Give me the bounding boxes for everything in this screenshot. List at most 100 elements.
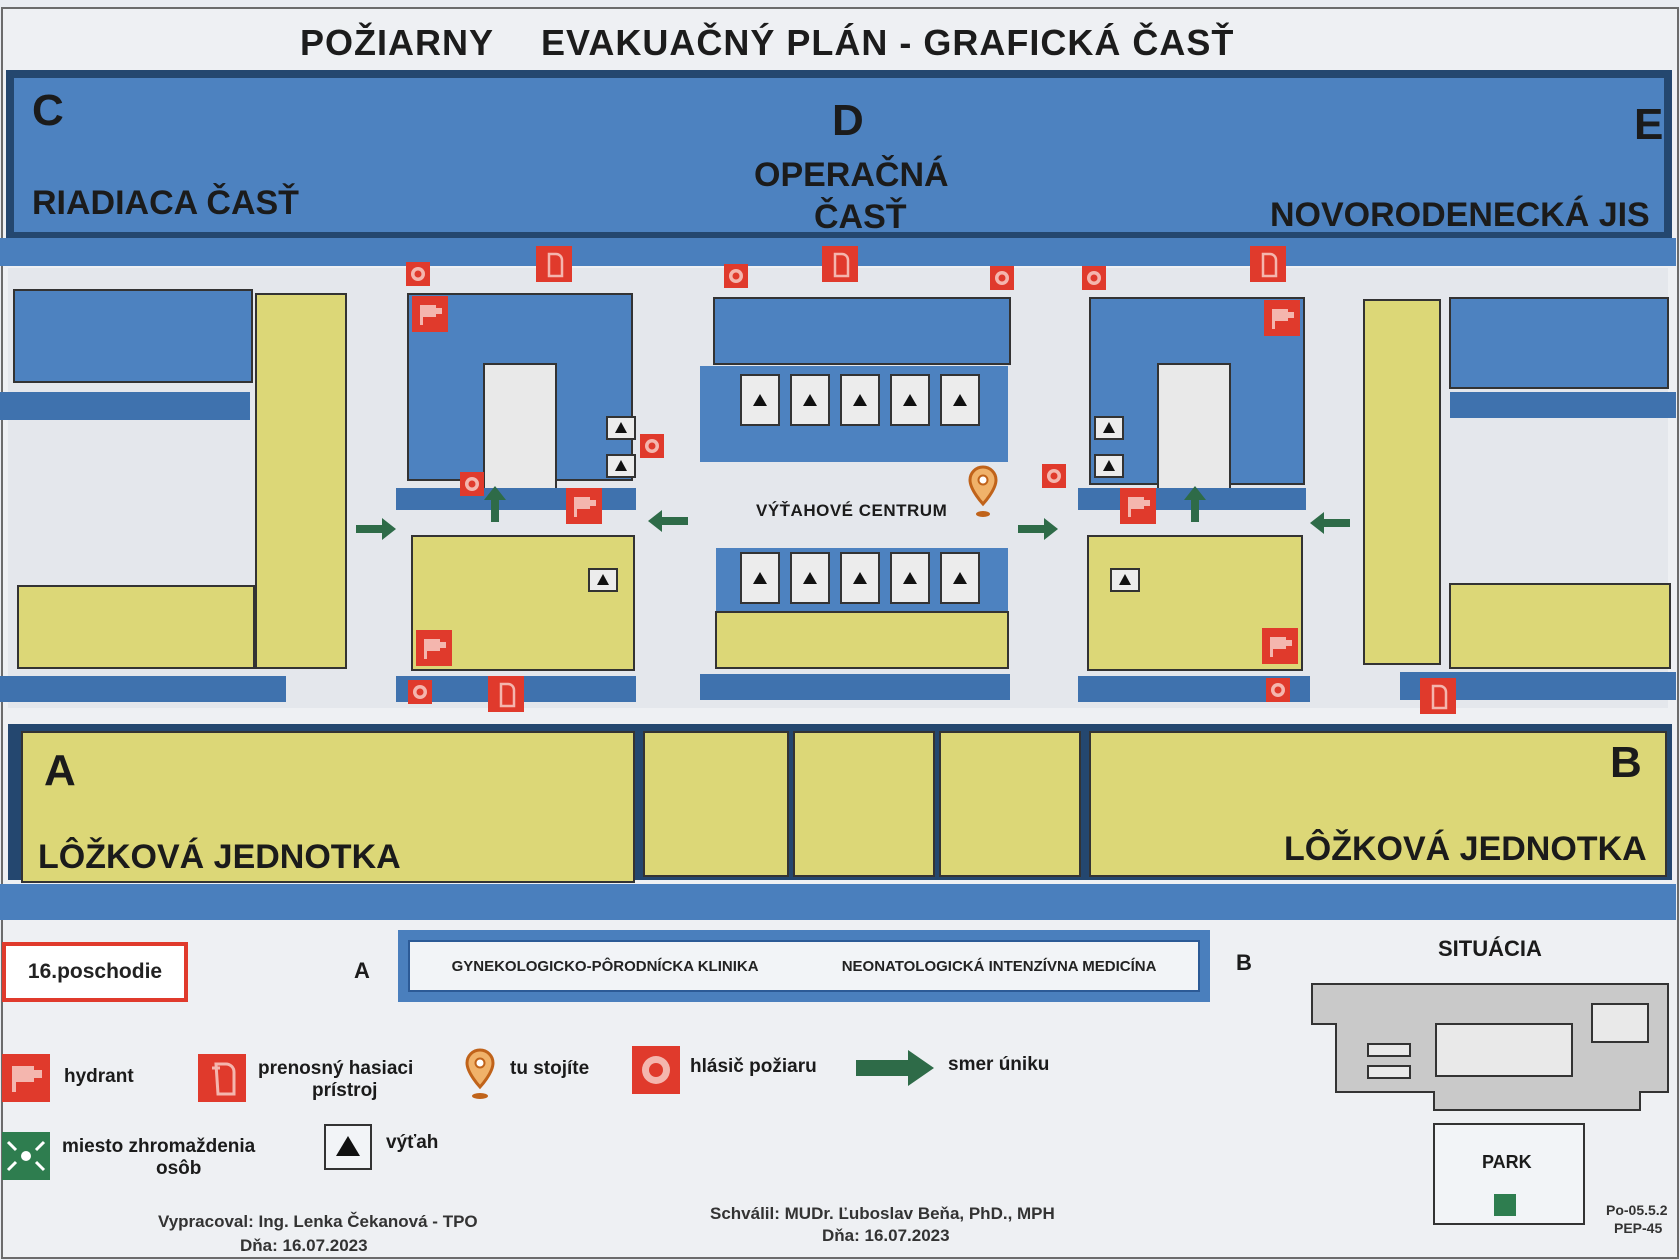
floor-label: 16.poschodie	[2, 942, 188, 1002]
fire-alarm-icon	[990, 266, 1014, 290]
wing-letter-d: D	[832, 96, 864, 145]
fire-alarm-icon	[724, 264, 748, 288]
extinguisher-icon	[1250, 246, 1286, 282]
elevator-icon	[1110, 568, 1140, 592]
banner-letter-b: B	[1236, 950, 1252, 975]
legend-you-are-here: tu stojíte	[510, 1058, 590, 1079]
elevator-icon	[588, 568, 618, 592]
elevator-icon	[606, 454, 636, 478]
hydrant-icon	[566, 488, 602, 524]
elevator-icon	[790, 374, 830, 426]
elevator-icon	[840, 374, 880, 426]
fire-alarm-icon	[406, 262, 430, 286]
banner-letter-a: A	[354, 958, 370, 983]
room-c-low	[17, 585, 255, 669]
wing-ab-base	[0, 884, 1676, 920]
room-e-low	[1449, 583, 1671, 669]
you-are-here-icon	[465, 1048, 495, 1099]
elevator-icon	[890, 374, 930, 426]
elevator-icon	[1094, 454, 1124, 478]
situation-title: SITUÁCIA	[1438, 936, 1542, 961]
fire-alarm-icon	[460, 472, 484, 496]
fire-alarm-icon	[1042, 464, 1066, 488]
room-ab-3	[939, 731, 1081, 877]
elevator-icon	[840, 552, 880, 604]
legend-hydrant: hydrant	[64, 1066, 134, 1087]
legend-extinguisher-line1: prenosný hasiaci	[258, 1058, 414, 1079]
fire-alarm-icon	[1082, 266, 1106, 290]
footer-prepared: Vypracoval: Ing. Lenka Čekanová - TPO	[158, 1212, 478, 1231]
footer-prepared-date: Dňa: 16.07.2023	[240, 1236, 368, 1255]
extinguisher-icon	[488, 676, 524, 712]
wing-name-e: NOVORODENECKÁ JIS	[1270, 196, 1650, 234]
elevator-icon	[606, 416, 636, 440]
you-are-here-icon	[968, 465, 998, 517]
room-c-tall	[255, 293, 347, 669]
elevator-icon	[940, 552, 980, 604]
footer-approved-date: Dňa: 16.07.2023	[822, 1226, 950, 1245]
wing-name-c: RIADIACA ČASŤ	[32, 184, 299, 222]
elevator-icon	[1094, 416, 1124, 440]
fire-alarm-icon	[1266, 678, 1290, 702]
legend-assembly-line1: miesto zhromaždenia	[62, 1136, 256, 1157]
escape-arrow-up-icon	[484, 486, 506, 522]
wall-center-low	[700, 674, 1010, 700]
center-top-room	[713, 297, 1011, 365]
legend-extinguisher-line2: prístroj	[312, 1080, 378, 1101]
room-a	[21, 731, 635, 883]
wall-e	[1450, 392, 1676, 418]
escape-arrow-icon	[356, 518, 396, 540]
room-ab-2	[793, 731, 935, 877]
hydrant-icon	[1120, 488, 1156, 524]
wing-name-a: LÔŽKOVÁ JEDNOTKA	[38, 838, 401, 876]
elevator-icon	[890, 552, 930, 604]
room-b	[1089, 731, 1667, 877]
wing-cde	[14, 78, 1664, 232]
room-e-blue	[1449, 297, 1669, 389]
hydrant-icon	[416, 630, 452, 666]
escape-arrow-icon	[1310, 512, 1350, 534]
situation-map	[1311, 983, 1669, 1225]
elevator-icon	[790, 552, 830, 604]
legend-assembly-line2: osôb	[156, 1158, 202, 1179]
wing-letter-b: B	[1610, 738, 1642, 787]
escape-arrow-icon	[856, 1050, 934, 1086]
department-banner: GYNEKOLOGICKO-PÔRODNÍCKA KLINIKA NEONATO…	[398, 930, 1210, 1002]
fire-alarm-icon	[632, 1046, 680, 1094]
banner-right-text: NEONATOLOGICKÁ INTENZÍVNA MEDICÍNA	[841, 957, 1157, 975]
escape-arrow-icon	[648, 510, 688, 532]
assembly-point-icon	[2, 1132, 50, 1180]
room-e-tall	[1363, 299, 1441, 665]
elevator-icon	[324, 1124, 372, 1170]
hydrant-icon	[1264, 300, 1300, 336]
footer-approved: Schválil: MUDr. Ľuboslav Beňa, PhD., MPH	[710, 1204, 1055, 1223]
extinguisher-icon	[1420, 678, 1456, 714]
wall-c-low	[0, 676, 286, 702]
wing-name-d-line1: OPERAČNÁ	[754, 156, 949, 194]
extinguisher-icon	[536, 246, 572, 282]
elevator-icon	[740, 374, 780, 426]
hydrant-icon	[1262, 628, 1298, 664]
wing-letter-e: E	[1634, 100, 1664, 149]
fire-alarm-icon	[640, 434, 664, 458]
wing-name-b: LÔŽKOVÁ JEDNOTKA	[1284, 830, 1647, 868]
legend-escape: smer úniku	[948, 1054, 1050, 1075]
hydrant-icon	[2, 1054, 50, 1102]
extinguisher-icon	[198, 1054, 246, 1102]
footer-code2: PEP-45	[1614, 1220, 1663, 1236]
wing-name-d-line2: ČASŤ	[814, 198, 907, 236]
room-ab-1	[643, 731, 789, 877]
situation-park: PARK	[1482, 1152, 1532, 1172]
room-c-blue	[13, 289, 253, 383]
legend-elevator: výťah	[386, 1132, 439, 1153]
wall-c	[0, 392, 250, 420]
hydrant-icon	[412, 296, 448, 332]
fire-alarm-icon	[408, 680, 432, 704]
page-title: POŽIARNY EVAKUAČNÝ PLÁN - GRAFICKÁ ČASŤ	[300, 22, 1360, 64]
escape-arrow-icon	[1018, 518, 1058, 540]
legend-fire-alarm: hlásič požiaru	[690, 1056, 817, 1077]
wing-letter-a: A	[44, 746, 76, 795]
title-part1: POŽIARNY	[300, 22, 495, 63]
